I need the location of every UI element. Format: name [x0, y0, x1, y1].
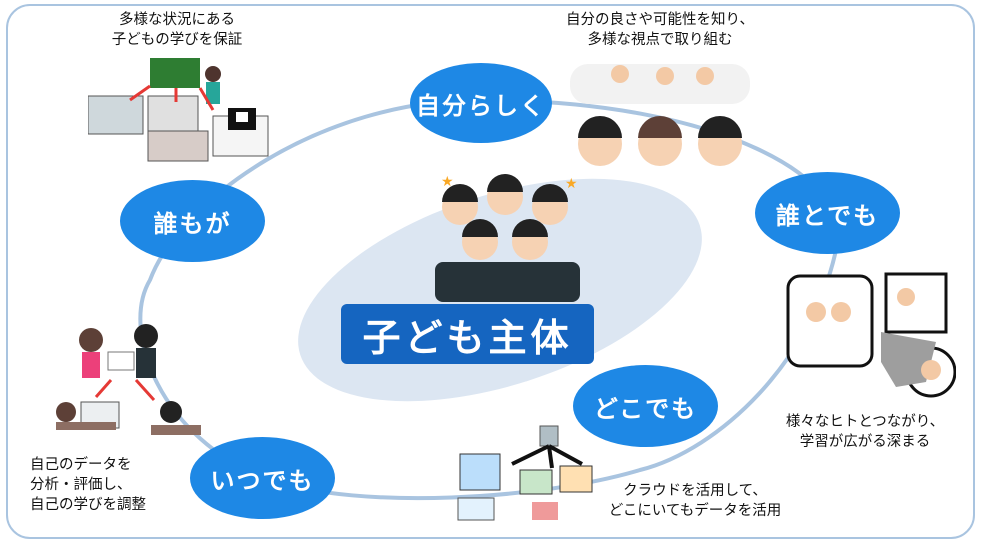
center-title: 子ども主体	[341, 304, 594, 364]
self-learning-illustration	[56, 324, 201, 435]
caption-top-left: 多様な状況にある子どもの学びを保証	[111, 12, 243, 48]
node-jibunrashiku: 自分らしく	[410, 63, 552, 143]
node-itsudemo: いつでも	[190, 437, 335, 519]
network-illustration	[786, 272, 956, 398]
caption-top-right: 自分の良さや可能性を知り、多様な視点で取り組む	[566, 12, 754, 48]
node-dokodemo: どこでも	[573, 365, 718, 447]
caption-bottom-center: クラウドを活用して、どこにいてもデータを活用	[608, 483, 782, 519]
children-illustration	[570, 64, 750, 166]
svg-text:★: ★	[441, 174, 454, 190]
caption-left: 自己のデータを分析・評価し、自己の学びを調整	[30, 457, 146, 513]
cloud-illustration	[457, 425, 593, 521]
caption-right: 様々なヒトとつながり、学習が広がる深まる	[785, 414, 945, 450]
node-daremoga: 誰もが	[120, 180, 265, 262]
students-group-illustration: ★ ★	[435, 174, 580, 302]
svg-text:★: ★	[565, 176, 578, 192]
classroom-illustration	[88, 58, 269, 162]
node-daretodemo: 誰とでも	[755, 172, 900, 254]
